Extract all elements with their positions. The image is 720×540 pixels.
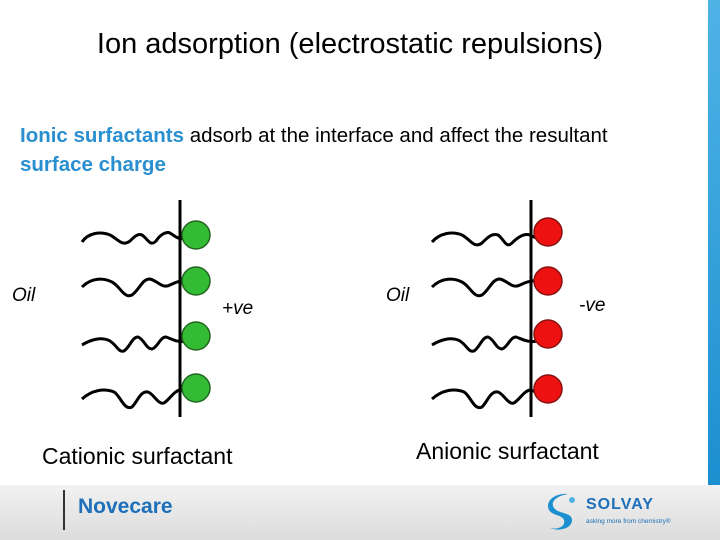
solvay-swirl-icon bbox=[548, 493, 575, 530]
oil-label-cationic: Oil bbox=[12, 285, 36, 306]
charge-label-anionic: -ve bbox=[579, 295, 606, 316]
footer-divider bbox=[63, 490, 65, 530]
surfactant-head-cationic-2 bbox=[181, 266, 211, 296]
solvay-tagline: asking more from chemistry® bbox=[586, 518, 671, 525]
surfactant-head-anionic-4 bbox=[533, 374, 563, 404]
surfactant-tail-cationic-1 bbox=[80, 231, 187, 245]
surfactant-diagram: Oil +ve Cationic surfactant Oil -ve Anio… bbox=[0, 185, 700, 485]
footer: Novecare SOLVAY asking more from chemist… bbox=[0, 485, 720, 540]
surfactant-head-anionic-3 bbox=[533, 319, 563, 349]
surfactant-tail-cationic-2 bbox=[80, 277, 187, 298]
surfactant-head-cationic-1 bbox=[181, 220, 211, 250]
page-title: Ion adsorption (electrostatic repulsions… bbox=[96, 28, 604, 60]
surfactant-tail-anionic-3 bbox=[431, 335, 539, 353]
surfactant-head-anionic-1 bbox=[533, 217, 563, 247]
surfactant-tail-cationic-3 bbox=[81, 335, 187, 353]
subtitle-text: adsorb at the interface and affect the r… bbox=[184, 124, 608, 147]
subtitle-highlight-charge: surface charge bbox=[20, 153, 166, 176]
surfactant-head-cationic-4 bbox=[181, 373, 211, 403]
caption-anionic: Anionic surfactant bbox=[416, 438, 599, 464]
caption-cationic: Cationic surfactant bbox=[42, 443, 233, 469]
oil-label-anionic: Oil bbox=[386, 285, 410, 306]
subtitle: Ionic surfactants adsorb at the interfac… bbox=[20, 121, 660, 179]
surfactant-tail-cationic-4 bbox=[80, 388, 191, 410]
surfactant-tail-anionic-1 bbox=[430, 231, 541, 247]
charge-label-cationic: +ve bbox=[222, 298, 254, 319]
surfactant-tail-anionic-2 bbox=[430, 277, 539, 298]
right-accent-stripe bbox=[708, 0, 720, 485]
surfactant-head-cationic-3 bbox=[181, 321, 211, 351]
subtitle-highlight-ionic: Ionic surfactants bbox=[20, 124, 185, 147]
diagram-svg bbox=[80, 200, 563, 417]
novecare-logo: Novecare bbox=[78, 495, 173, 518]
solvay-wordmark: SOLVAY bbox=[586, 496, 654, 513]
surfactant-tail-anionic-4 bbox=[430, 388, 541, 410]
surfactant-head-anionic-2 bbox=[533, 266, 563, 296]
